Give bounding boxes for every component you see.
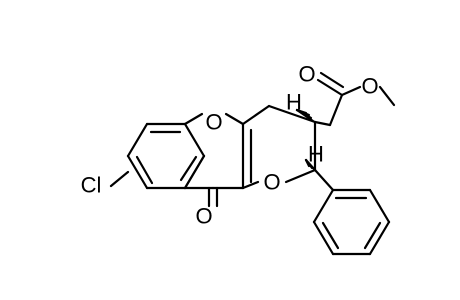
ester-oxygen: O (361, 74, 378, 99)
c2-hydrogen: H (308, 142, 324, 167)
ring-oxygen-upper: O (205, 110, 222, 135)
ester-side-chain (313, 71, 396, 127)
ketone-oxygen: O (195, 204, 212, 229)
dihydropyran-ring (241, 104, 317, 190)
c-cl-bond (109, 170, 130, 188)
c2-hashed-wedge (304, 158, 317, 172)
ring-oxygen-lower: O (263, 170, 280, 195)
c2-phenyl-bond (313, 168, 335, 192)
phenyl-ring (312, 188, 391, 256)
c3-hydrogen: H (286, 90, 302, 115)
ester-carbonyl-oxygen: O (298, 62, 315, 87)
benzo-ring (126, 122, 206, 190)
chlorine-atom: Cl (81, 173, 102, 198)
c3-hashed-wedge (295, 108, 315, 123)
